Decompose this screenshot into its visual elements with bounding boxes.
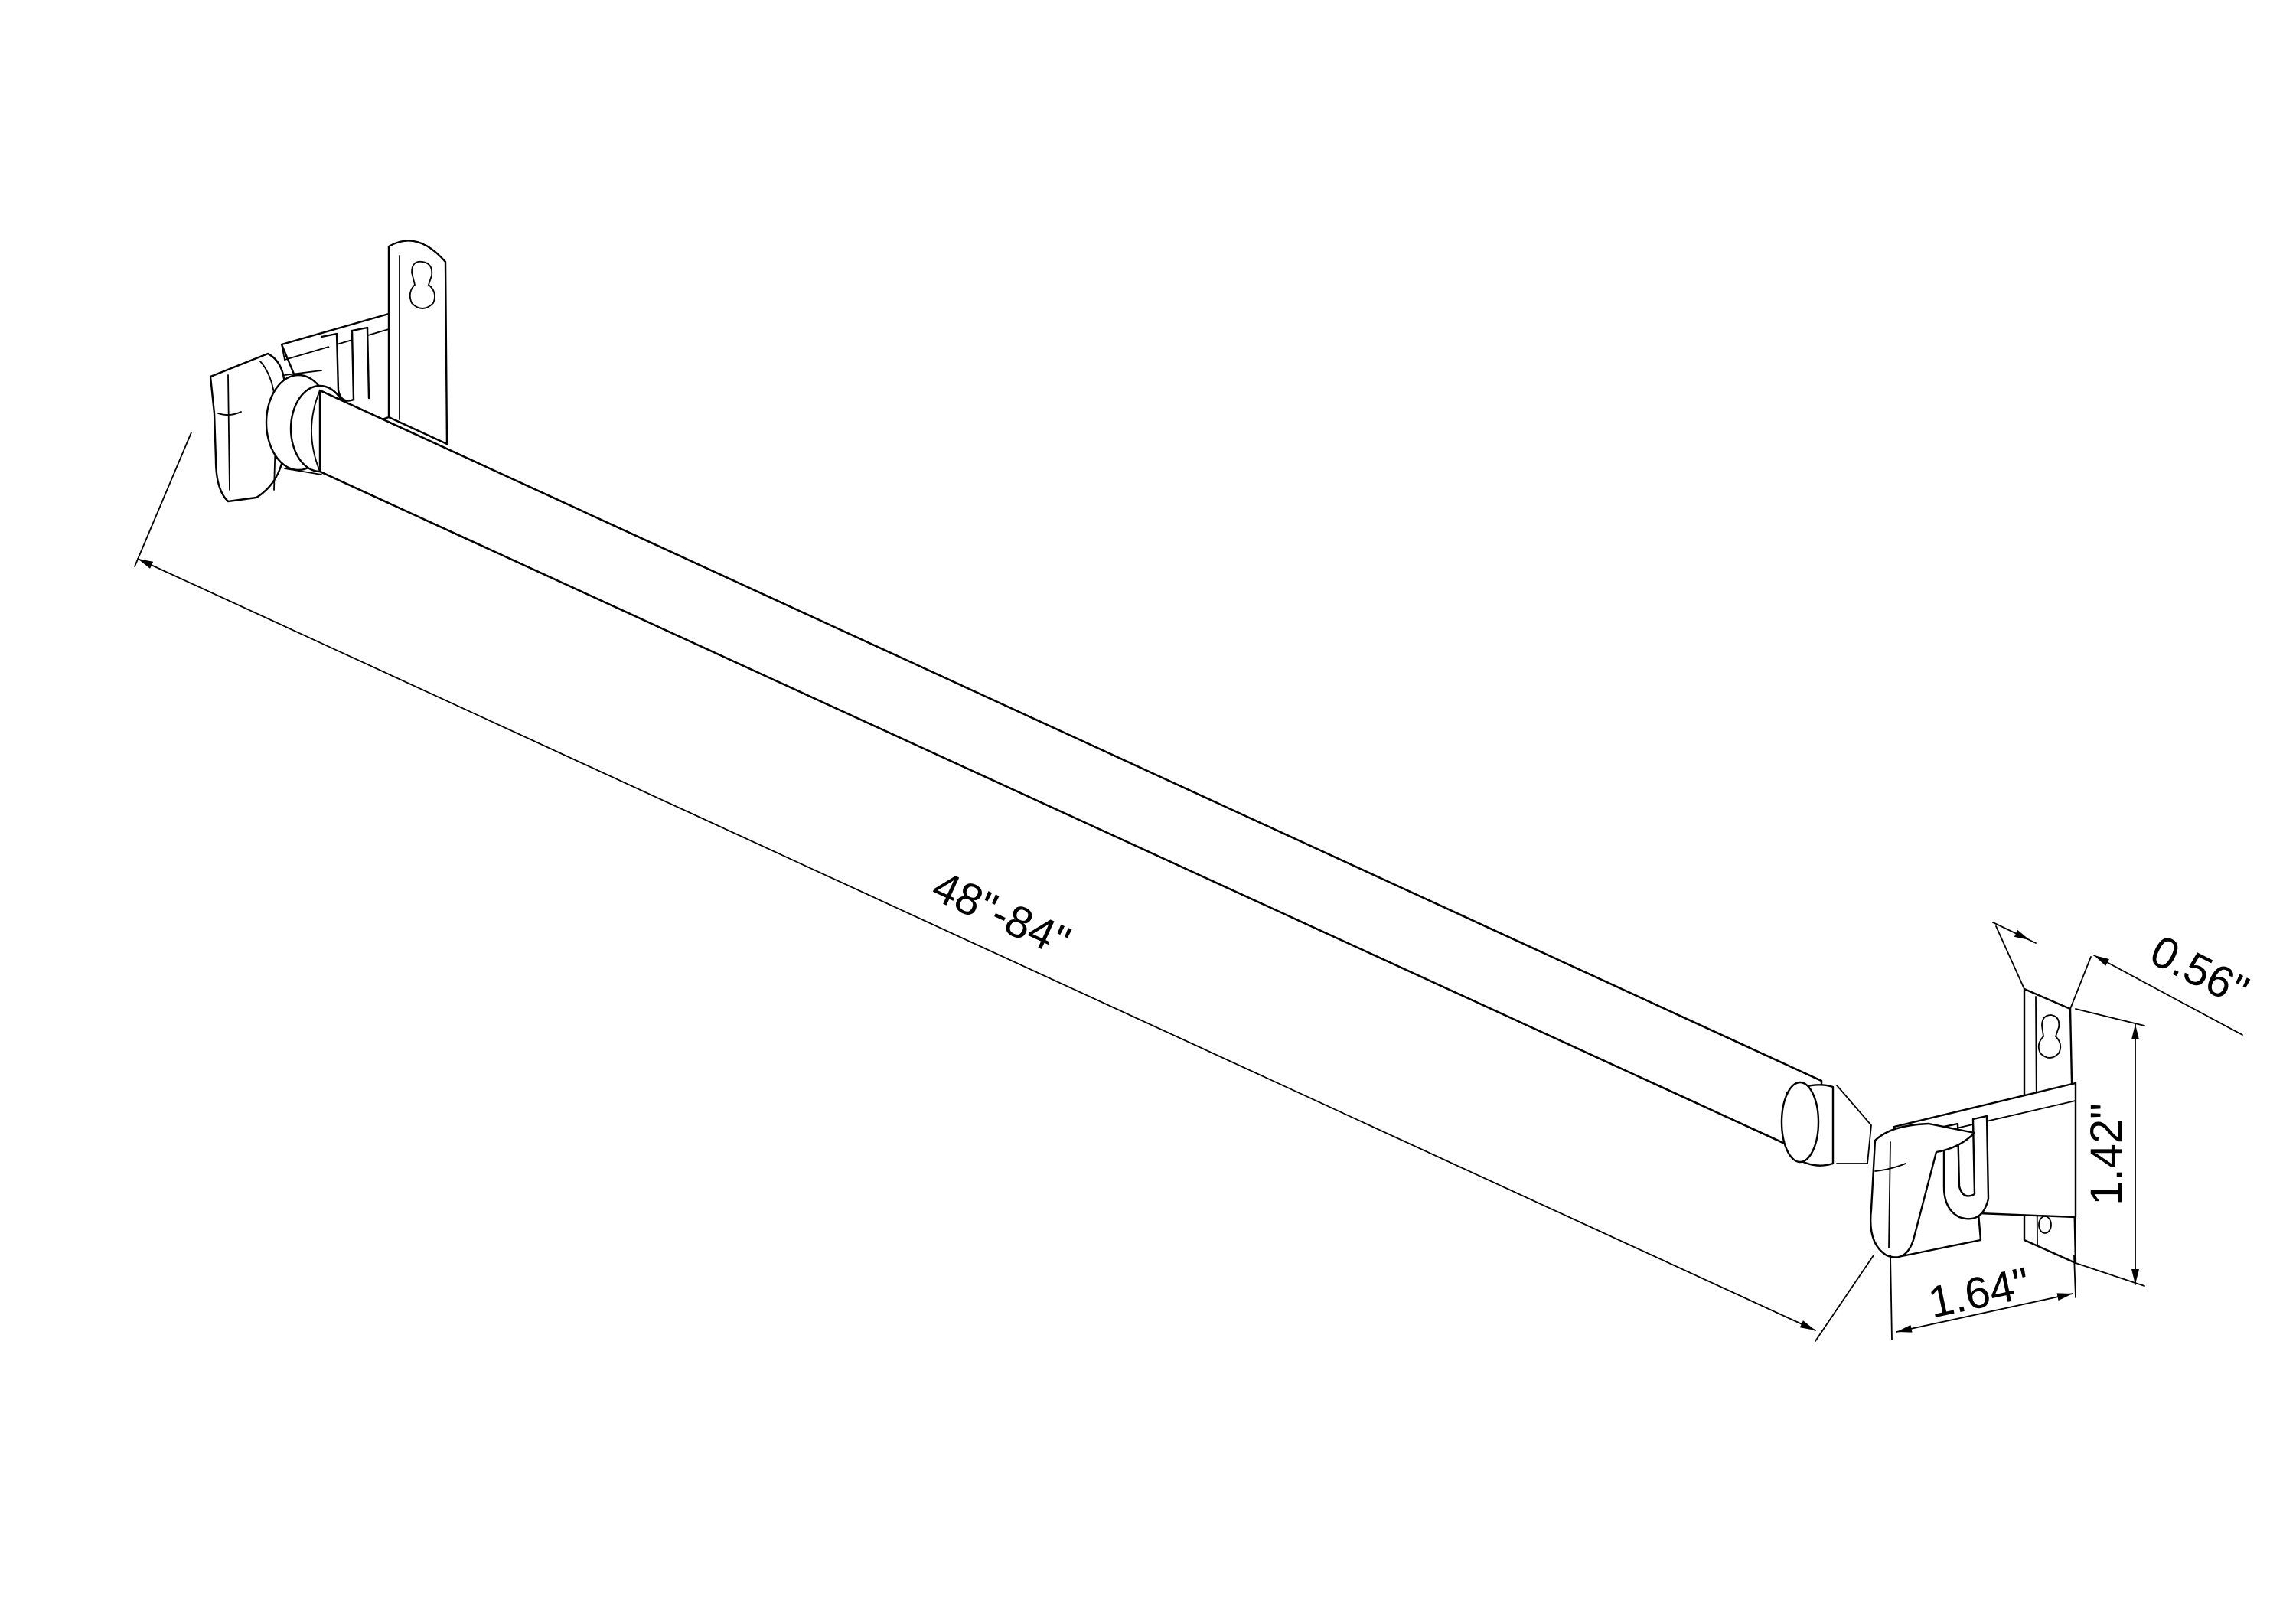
length-dimension: 48"-84" <box>134 432 1874 1342</box>
depth-label: 0.56" <box>2143 925 2256 1017</box>
right-keyhole-icon <box>2037 1014 2062 1059</box>
projection-label: 1.64" <box>1924 1258 2034 1327</box>
right-end-cap <box>1870 1122 1976 1258</box>
height-dimension: 1.42" <box>2075 1008 2145 1287</box>
height-label: 1.42" <box>2082 1103 2131 1205</box>
left-keyhole-icon <box>409 260 435 309</box>
rod <box>311 389 1823 1162</box>
length-label: 48"-84" <box>925 861 1077 967</box>
right-rod-connector <box>1780 1081 1872 1167</box>
projection-dimension: 1.64" <box>1890 1255 2076 1340</box>
left-end-cap <box>209 352 286 503</box>
